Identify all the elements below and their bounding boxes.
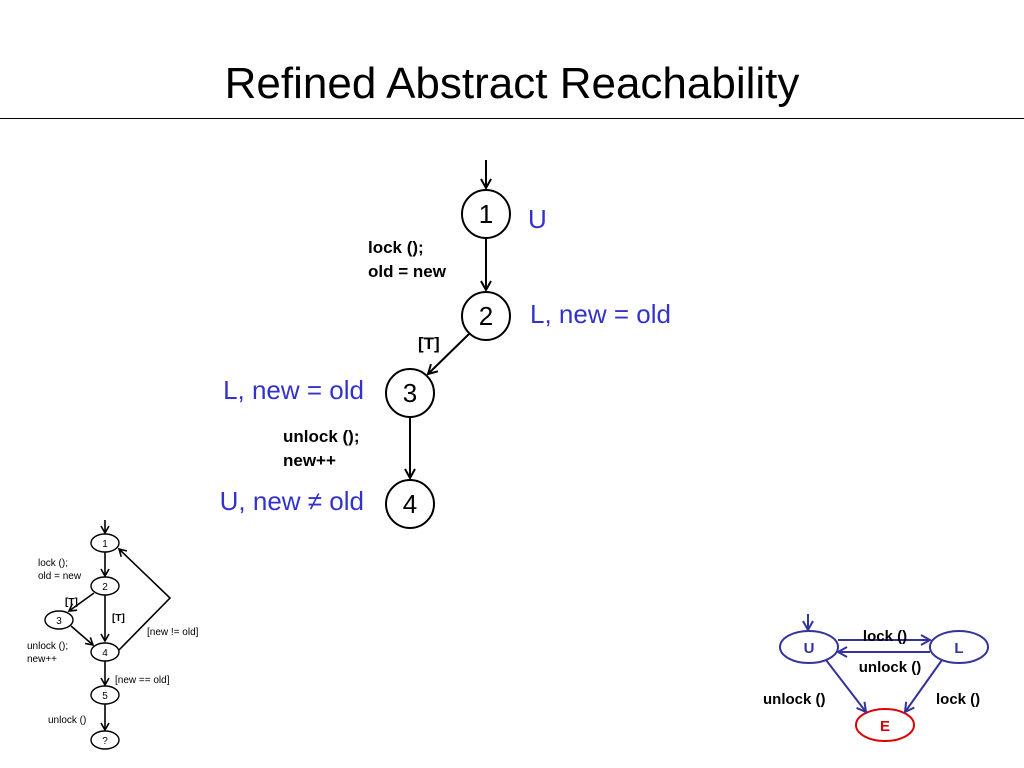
art-node-3: 3	[385, 368, 435, 418]
art-node-2-label: 2	[479, 301, 493, 331]
art-node-3-label: 3	[403, 378, 417, 408]
cfg-edge-3-4-label-line2: new++	[27, 654, 57, 665]
automaton-state-l: L	[929, 630, 989, 664]
slide-title: Refined Abstract Reachability	[224, 59, 800, 108]
cfg-edge-1-2-label-line1: lock ();	[38, 558, 68, 569]
cfg-node-5: 5	[90, 685, 120, 705]
cfg-node-unknown-label: ?	[102, 736, 108, 747]
automaton-state-u-label: U	[804, 640, 815, 657]
cfg-node-unknown: ?	[90, 730, 120, 750]
cfg-node-4-label: 4	[102, 648, 108, 659]
automaton-edge-u-e	[825, 659, 866, 712]
cfg-edge-2-3-label: [T]	[65, 597, 78, 608]
art-node-1-label: 1	[479, 199, 493, 229]
art-edge-1-2-label-line2: old = new	[368, 262, 447, 281]
art-edge-3-4-label-line1: unlock ();	[283, 427, 360, 446]
art-node-4-label: 4	[403, 489, 417, 519]
cfg-edge-4-1-label: [new != old]	[147, 627, 199, 638]
cfg-edge-5-q-label: unlock ()	[48, 715, 86, 726]
cfg-edge-3-4	[70, 625, 95, 647]
automaton-edge-u-l-label: lock ()	[863, 628, 907, 645]
cfg-node-1-label: 1	[102, 539, 108, 550]
art-node-2-state: L, new = old	[530, 299, 671, 329]
art-edge-1-2-label-line1: lock ();	[368, 238, 424, 257]
cfg-node-3: 3	[44, 610, 74, 630]
automaton-edge-l-u-label: unlock ()	[859, 659, 922, 676]
art-node-4: 4	[385, 479, 435, 529]
lock-automaton: U L E lock () unlock () unlock () lock (…	[763, 614, 989, 742]
art-edge-3-4-label-line2: new++	[283, 451, 336, 470]
cfg-node-2: 2	[90, 576, 120, 596]
control-flow-graph: 1 lock (); old = new 2 [T] [T] 3 unlock …	[27, 520, 199, 750]
art-node-1: 1	[461, 189, 511, 239]
cfg-node-2-label: 2	[102, 582, 108, 593]
cfg-edge-1-2-label-line2: old = new	[38, 571, 82, 582]
automaton-edge-l-e-label: lock ()	[936, 691, 980, 708]
art-node-2: 2	[461, 291, 511, 341]
cfg-edge-3-4-label-line1: unlock ();	[27, 641, 68, 652]
art-node-4-state: U, new ≠ old	[220, 486, 364, 516]
cfg-node-4: 4	[90, 642, 120, 662]
automaton-edge-u-e-label: unlock ()	[763, 691, 826, 708]
art-node-1-state: U	[528, 204, 547, 234]
art-node-3-state: L, new = old	[223, 375, 364, 405]
title-divider	[0, 118, 1024, 119]
cfg-node-5-label: 5	[102, 691, 108, 702]
reachability-graph: 1 U lock (); old = new 2 L, new = old [T…	[220, 160, 671, 529]
cfg-edge-2-4-label: [T]	[112, 613, 125, 624]
automaton-state-e-label: E	[880, 718, 890, 735]
art-edge-2-3-label: [T]	[418, 334, 440, 353]
cfg-node-3-label: 3	[56, 616, 62, 627]
cfg-node-1: 1	[90, 533, 120, 553]
automaton-edge-l-e	[905, 659, 943, 712]
cfg-edge-4-5-label: [new == old]	[115, 675, 170, 686]
automaton-state-e: E	[855, 708, 915, 742]
cfg-edge-2-3	[67, 592, 95, 612]
automaton-state-u: U	[779, 630, 839, 664]
automaton-state-l-label: L	[954, 640, 963, 657]
art-edge-2-3	[428, 333, 470, 374]
cfg-edge-4-1-backedge	[117, 547, 172, 651]
